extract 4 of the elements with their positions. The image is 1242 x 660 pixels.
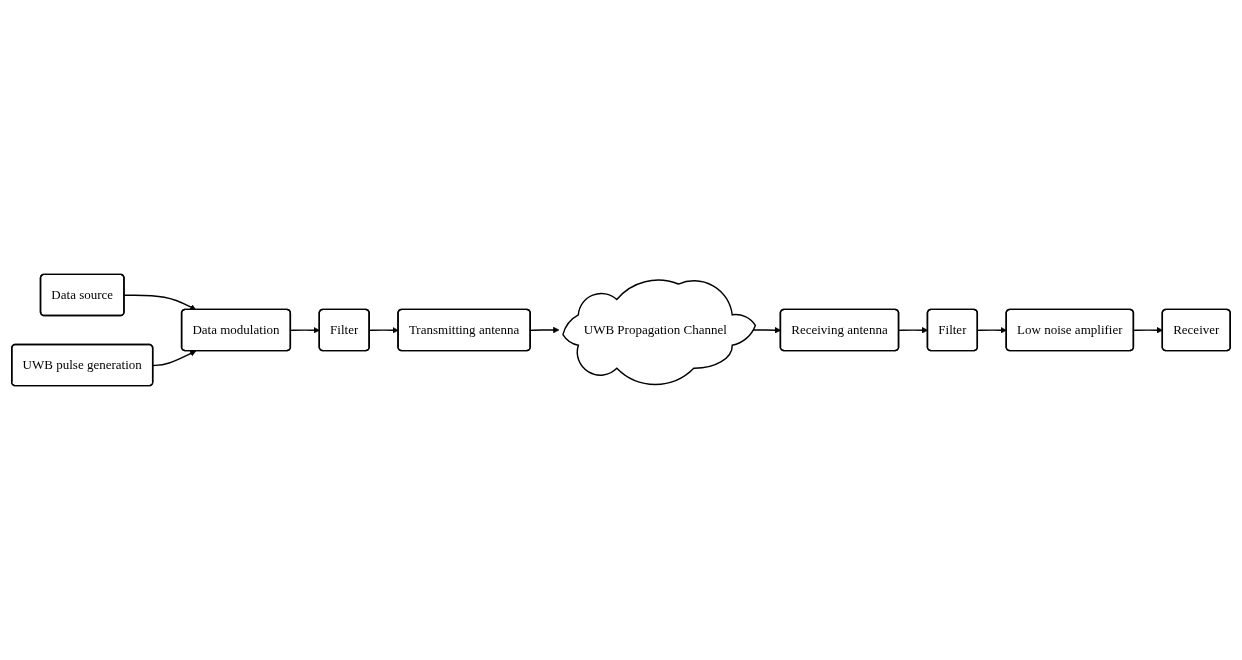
arrow	[152, 350, 197, 367]
arrow	[290, 327, 320, 334]
arrow	[1133, 327, 1163, 334]
arrow	[123, 294, 197, 311]
